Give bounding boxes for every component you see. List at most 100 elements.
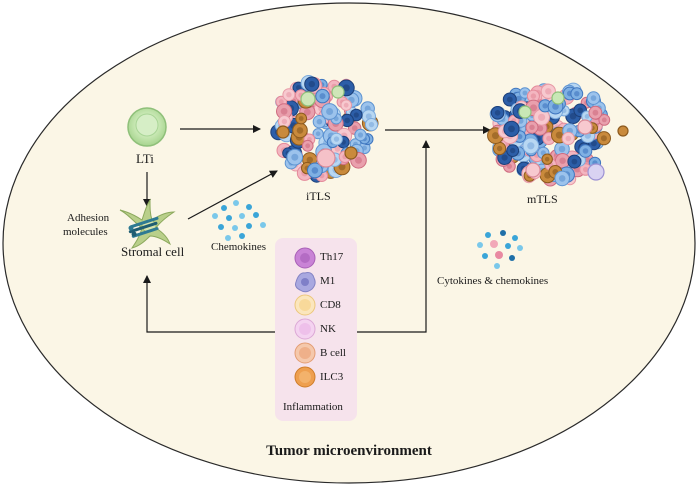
mtls-nucleus-157 [582,148,589,154]
itls-nucleus-28 [306,156,313,163]
ilc3-cell-icon [294,366,316,388]
mtls-nucleus-20 [569,112,577,120]
th17-cell-icon [294,247,316,269]
mtls-large-cell-5 [617,125,629,137]
mtls-nucleus-33 [591,140,597,147]
itls-nucleus-115 [333,136,340,142]
itls-nucleus-45 [365,113,372,120]
mtls-nucleus-119 [530,93,537,99]
itls-nucleus-61 [303,108,311,116]
chemokines-icon [212,200,266,241]
itls-nucleus-71 [357,132,364,138]
mtls-large-cell-1 [525,162,541,178]
legend-ilc3: ILC3 [320,371,344,383]
lti-cell-icon [127,107,167,147]
arrow-inflammation-to-mtls [357,140,430,333]
mtls-nucleus-152 [565,135,572,142]
mtls-nucleus-167 [552,103,559,110]
arrow-stromal-to-itls [187,170,278,220]
adhesion-label-line1: Adhesion [67,212,110,224]
nk-cell-icon [294,318,316,340]
mtls-nucleus-88 [522,90,528,96]
mtls-nucleus-108 [501,154,508,161]
m1-cell-icon [295,272,316,293]
mtls-nucleus-58 [558,145,566,153]
itls-nucleus-94 [286,92,292,98]
legend-m1: M1 [320,275,336,287]
mtls-nucleus-110 [559,157,566,164]
legend-b-cell: B cell [320,347,346,359]
itls-large-cell-3 [276,125,290,139]
mtls-nucleus-164 [542,103,548,109]
mtls-nucleus-87 [546,135,552,142]
itls-nucleus-62 [316,118,323,125]
itls-nucleus-108 [319,93,326,100]
mtls-nucleus-125 [494,110,501,116]
chemokines-label: Chemokines [211,241,266,253]
itls-nucleus-63 [342,84,350,92]
itls-large-cell-4 [344,146,358,160]
itls-nucleus-64 [338,163,346,171]
mtls-nucleus-147 [574,91,580,97]
mtls-nucleus-149 [590,95,597,101]
itls-nucleus-66 [353,112,359,118]
itls-nucleus-43 [334,145,341,152]
mtls-large-cell-2 [577,119,593,135]
itls-nucleus-93 [343,102,349,108]
mtls-cluster [487,82,629,187]
itls-nucleus-78 [368,121,375,128]
mtls-nucleus-130 [496,145,503,152]
itls-nucleus-112 [326,108,334,115]
mtls-large-cell-3 [518,105,532,119]
arrow-inflammation-to-stromal [143,275,275,333]
itls-nucleus-117 [298,116,304,121]
mtls-label: mTLS [527,192,558,206]
mtls-nucleus-162 [592,109,599,116]
itls-label: iTLS [306,189,331,203]
itls-nucleus-77 [344,117,351,124]
itls-nucleus-57 [278,99,284,105]
itls-nucleus-18 [315,131,321,136]
mtls-large-cell-4 [551,91,565,105]
mtls-nucleus-112 [555,131,563,139]
itls-nucleus-54 [296,85,301,91]
mtls-nucleus-128 [583,166,589,173]
stromal-cell-label: Stromal cell [121,244,185,259]
mtls-nucleus-160 [558,175,566,182]
itls-cluster [270,75,379,183]
mtls-nucleus-136 [601,117,607,123]
itls-nucleus-104 [296,127,304,134]
itls-nucleus-95 [311,167,319,174]
itls-nucleus-97 [280,107,288,115]
mtls-nucleus-166 [544,156,550,162]
mtls-large-cell-0 [587,163,605,181]
b-cell-icon [294,342,316,364]
mtls-nucleus-143 [577,107,583,114]
mtls-nucleus-146 [527,142,535,150]
mtls-nucleus-151 [492,132,499,140]
cytokines-chemokines-label: Cytokines & chemokines [437,275,549,287]
mtls-nucleus-169 [600,135,607,142]
mtls-nucleus-121 [510,147,516,154]
lti-label: LTi [136,151,154,166]
inflammation-panel: Th17 M1 CD8 NK B cell ILC3 Inflammation [275,238,357,421]
itls-nucleus-120 [291,153,299,161]
mtls-nucleus-131 [545,88,552,95]
mtls-nucleus-163 [529,124,535,130]
itls-nucleus-116 [281,118,288,125]
itls-large-cell-1 [300,91,316,107]
inflammation-cells-svg [294,247,316,388]
stromal-cell-icon [119,198,176,249]
cd8-cell-icon [294,294,316,316]
diagram-title: Tumor microenvironment [266,443,432,459]
itls-large-cell-0 [316,148,336,168]
mtls-nucleus-144 [571,158,578,165]
mtls-nucleus-150 [530,104,537,112]
itls-nucleus-111 [308,80,315,88]
mtls-nucleus-153 [538,113,546,121]
mtls-nucleus-89 [537,125,544,132]
itls-nucleus-70 [351,125,358,131]
mtls-nucleus-117 [506,96,513,103]
mtls-nucleus-115 [517,134,523,140]
